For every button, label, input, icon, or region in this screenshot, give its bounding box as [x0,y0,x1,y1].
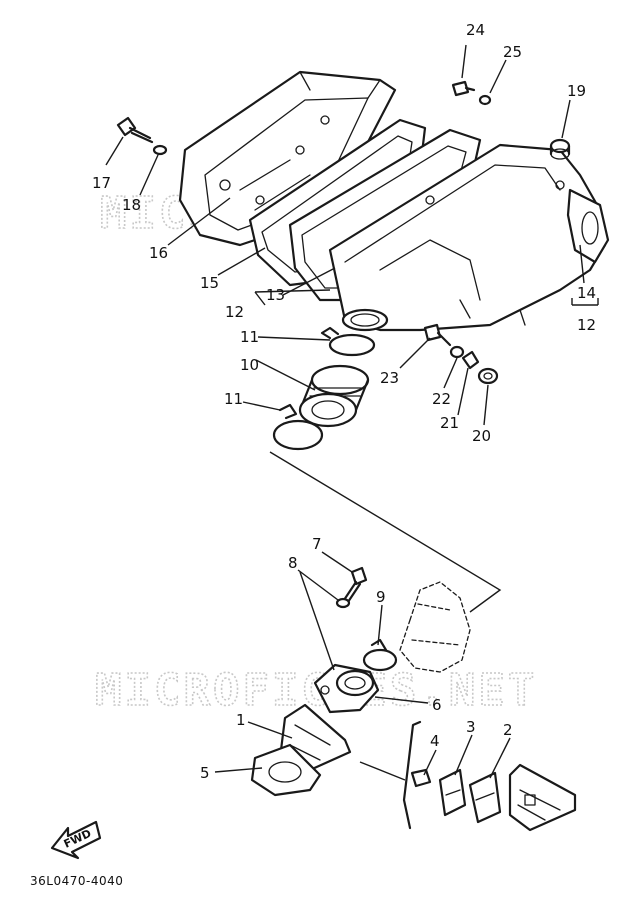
fwd-arrow-icon: FWD [50,820,102,860]
part-17-bolt [116,116,154,144]
callout-17: 17 [92,174,111,192]
callout-7: 7 [312,535,322,553]
callout-2: 2 [503,721,513,739]
part-25-washer [478,94,492,106]
part-11-clamp-lower [272,403,324,451]
callout-8: 8 [288,554,298,572]
part-24-screw [451,80,476,97]
part-4-screw [410,768,432,788]
callout-11-lower: 11 [224,390,243,408]
callout-24: 24 [466,21,485,39]
callout-13: 13 [266,286,285,304]
part-11-clamp-upper [320,326,376,357]
part-7-bolt [342,566,368,604]
bracket-2-4 [402,720,422,830]
callout-23: 23 [380,369,399,387]
assembly-line-lower [359,761,406,781]
part-6-manifold [313,663,380,714]
callout-22: 22 [432,390,451,408]
part-23-bolt [423,323,452,347]
callout-25: 25 [503,43,522,61]
part-21-collar [461,350,480,370]
part-8-washer [335,597,351,609]
callout-21: 21 [440,414,459,432]
part-18-washer [152,144,168,156]
callout-3: 3 [466,718,476,736]
callout-1: 1 [236,711,246,729]
callout-5: 5 [200,764,210,782]
part-5-gasket [250,743,322,797]
callout-10: 10 [240,356,259,374]
leader-lines [105,44,599,779]
callout-19: 19 [567,82,586,100]
callout-16: 16 [149,244,168,262]
part-10-joint [298,364,370,428]
callout-14: 14 [577,284,596,302]
part-3-stopper [438,768,467,817]
callout-18: 18 [122,196,141,214]
part-19-grommet [549,138,571,160]
part-9-clamp [362,638,398,672]
carburetor-outline [399,581,471,673]
callout-6: 6 [432,696,442,714]
part-code: 36L0470-4040 [30,874,123,888]
part-22-washer [449,345,465,359]
callout-12-left: 12 [225,303,244,321]
callout-12-right: 12 [577,316,596,334]
air-box-case [328,143,610,332]
assembly-line-upper [269,451,502,613]
callout-9: 9 [376,588,386,606]
callout-15: 15 [200,274,219,292]
part-20-grommet [477,367,499,385]
callout-20: 20 [472,427,491,445]
watermark-bottom: MICROFICHES.NET [95,665,537,716]
callout-4: 4 [430,732,440,750]
reed-valve-assembly [508,763,577,832]
part-2-reed [468,771,502,824]
callout-11-upper: 11 [240,328,259,346]
